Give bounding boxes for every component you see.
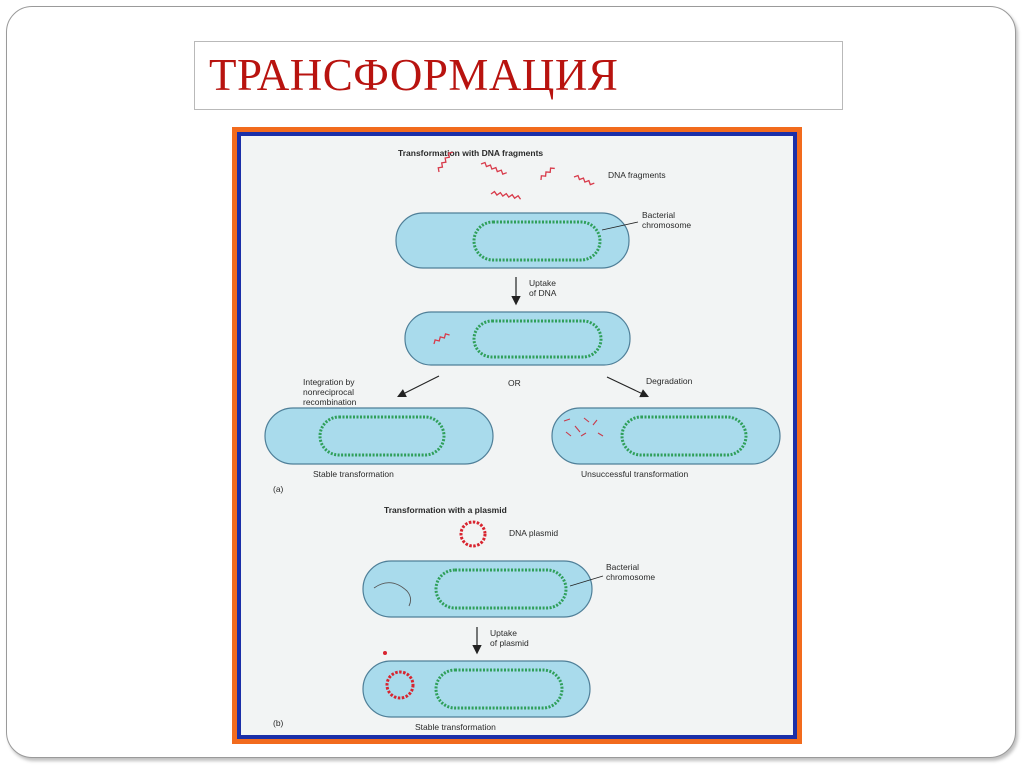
uptake-label-a-2: of DNA [529,288,557,298]
bacterial-chromosome-label-a-1: Bacterial [642,210,675,220]
uptake-label-b-1: Uptake [490,628,517,638]
bacterial-cell-3 [362,560,593,618]
figure-frame: Transformation with DNA fragments DNA fr… [232,127,802,744]
transformation-diagram: Transformation with DNA fragments DNA fr… [264,148,781,732]
integration-label-1: Integration by [303,377,355,387]
figure-panel: Transformation with DNA fragments DNA fr… [237,132,797,739]
bacterial-chromosome-label-b-2: chromosome [606,572,655,582]
slide-title: ТРАНСФОРМАЦИЯ [209,50,619,100]
part-a-heading: Transformation with DNA fragments [398,148,543,158]
stable-transformation-label-b: Stable transformation [415,722,496,732]
panel-letter-b: (b) [273,718,284,728]
bacterial-cell-stable-a [264,407,494,465]
degraded-dna-fragments [563,417,604,437]
integration-label-3: recombination [303,397,357,407]
bacterial-cell-stable-b [362,651,591,718]
stable-transformation-label-a: Stable transformation [313,469,394,479]
part-b-heading: Transformation with a plasmid [384,505,507,515]
bacterial-cell-2 [404,311,631,366]
dna-plasmid-label: DNA plasmid [509,528,558,538]
dna-fragments [437,151,595,200]
or-label: OR [508,378,521,388]
panel-letter-a: (a) [273,484,284,494]
title-box: ТРАНСФОРМАЦИЯ [194,41,843,110]
unsuccessful-transformation-label: Unsuccessful transformation [581,469,689,479]
uptake-label-b-2: of plasmid [490,638,529,648]
bacterial-chromosome-label-a-2: chromosome [642,220,691,230]
bacterial-cell-1 [395,212,630,269]
dna-plasmid [459,520,487,548]
uptake-label-a-1: Uptake [529,278,556,288]
degradation-label: Degradation [646,376,693,386]
bacterial-chromosome-label-b-1: Bacterial [606,562,639,572]
dna-fragments-label: DNA fragments [608,170,666,180]
bacterial-cell-unsuccessful [551,407,781,465]
integration-label-2: nonreciprocal [303,387,354,397]
